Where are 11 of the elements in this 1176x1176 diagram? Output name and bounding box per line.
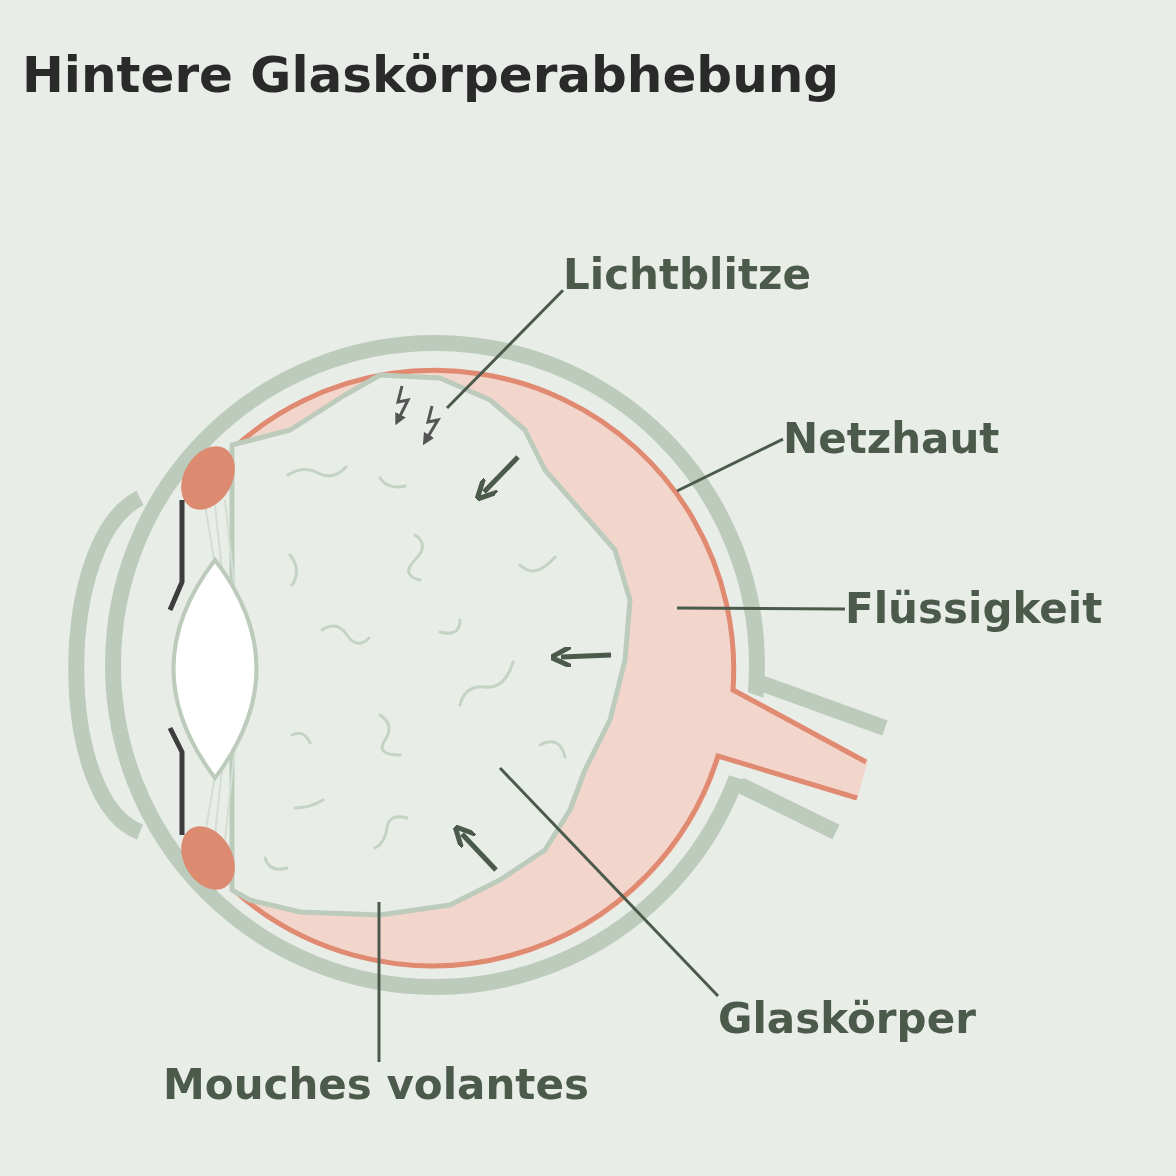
leader-line (676, 437, 784, 493)
leader-line (445, 289, 565, 410)
part-label: Lichtblitze (563, 252, 811, 299)
leader-line (498, 766, 720, 998)
diagram-title: Hintere Glaskörperabhebung (22, 46, 840, 104)
part-label: Mouches volantes (163, 1062, 589, 1109)
part-label: Netzhaut (783, 416, 1000, 463)
leader-line (377, 902, 381, 1062)
part-label: Glaskörper (718, 996, 976, 1043)
part-label: Flüssigkeit (845, 586, 1103, 633)
leader-line (677, 606, 845, 611)
